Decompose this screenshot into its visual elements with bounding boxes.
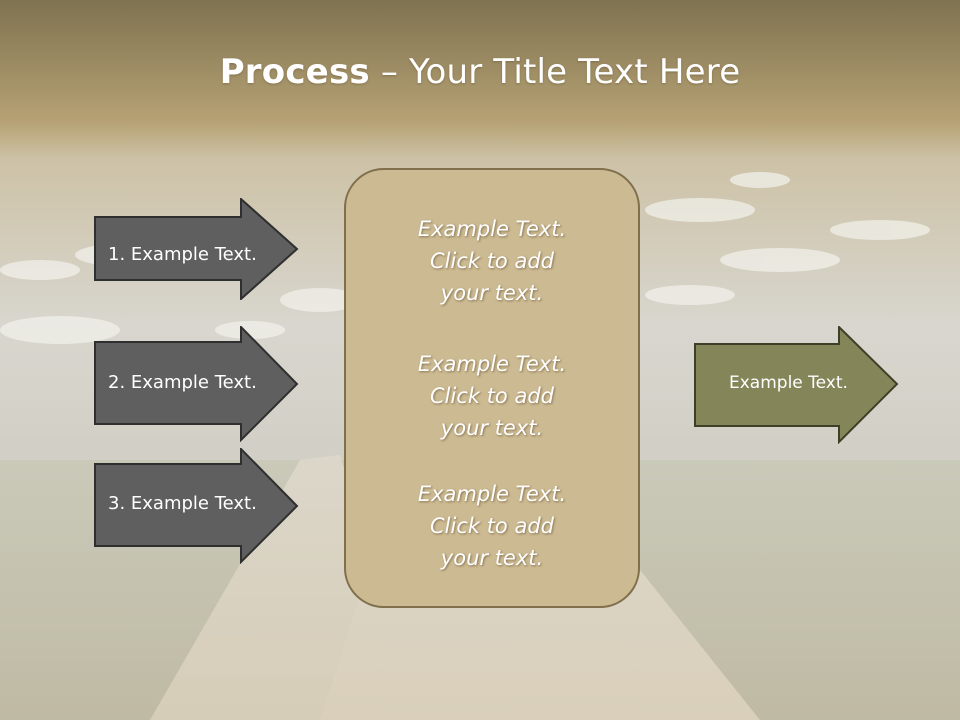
left-arrow-3[interactable] bbox=[94, 448, 300, 564]
center-paragraph-2[interactable]: Example Text. Click to add your text. bbox=[417, 352, 567, 440]
center-paragraph-3[interactable]: Example Text. Click to add your text. bbox=[417, 482, 567, 570]
right-arrow-label: Example Text. bbox=[729, 373, 848, 393]
slide-title: Process – Your Title Text Here bbox=[0, 52, 960, 92]
title-bold: Process bbox=[219, 52, 370, 92]
right-arrow[interactable] bbox=[694, 326, 900, 444]
left-arrow-2-label: 2. Example Text. bbox=[108, 372, 257, 393]
center-content-box[interactable] bbox=[344, 168, 640, 608]
left-arrow-3-label: 3. Example Text. bbox=[108, 493, 257, 514]
left-arrow-1[interactable] bbox=[94, 198, 300, 300]
title-rest: – Your Title Text Here bbox=[369, 52, 741, 92]
left-arrow-2[interactable] bbox=[94, 326, 300, 442]
center-paragraph-1[interactable]: Example Text. Click to add your text. bbox=[417, 217, 567, 305]
left-arrow-1-label: 1. Example Text. bbox=[108, 244, 257, 265]
